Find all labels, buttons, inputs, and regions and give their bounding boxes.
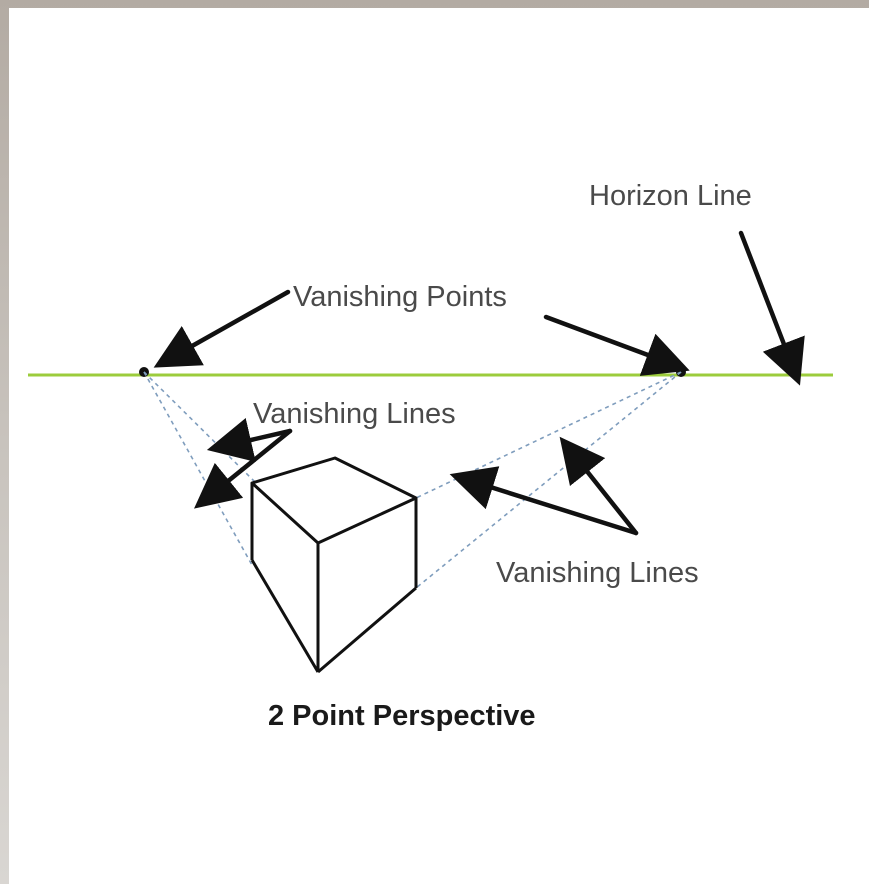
vanishing-line-left-bottom [143,371,253,566]
vanishing-lines-upper-label: Vanishing Lines [253,398,456,430]
cube-bottom-left-edge [250,559,320,673]
diagram-title: 2 Point Perspective [268,700,536,732]
vanishing-line-right-top [415,371,682,499]
diagram-canvas [9,8,869,884]
arrow-lower-vanishing-lines-a [449,466,639,536]
cube-bottom-right-edge [317,586,417,674]
arrow-lower-vanishing-lines-b [559,436,639,536]
vanishing-points-label: Vanishing Points [293,281,507,313]
vanishing-lines-lower-label: Vanishing Lines [496,557,699,589]
cube-top-face [250,456,418,545]
annotation-arrows [153,230,805,536]
arrow-upper-vanishing-lines-a [206,418,293,462]
arrow-to-left-vanishing-point [153,289,291,368]
arrow-to-horizon-line [738,230,805,386]
cube [250,456,418,674]
vanishing-line-right-bottom [415,371,682,589]
horizon-line-label: Horizon Line [589,180,752,212]
arrow-upper-vanishing-lines-b [194,428,293,509]
vanishing-line-left-top [143,371,257,484]
arrow-to-right-vanishing-point [543,314,690,376]
